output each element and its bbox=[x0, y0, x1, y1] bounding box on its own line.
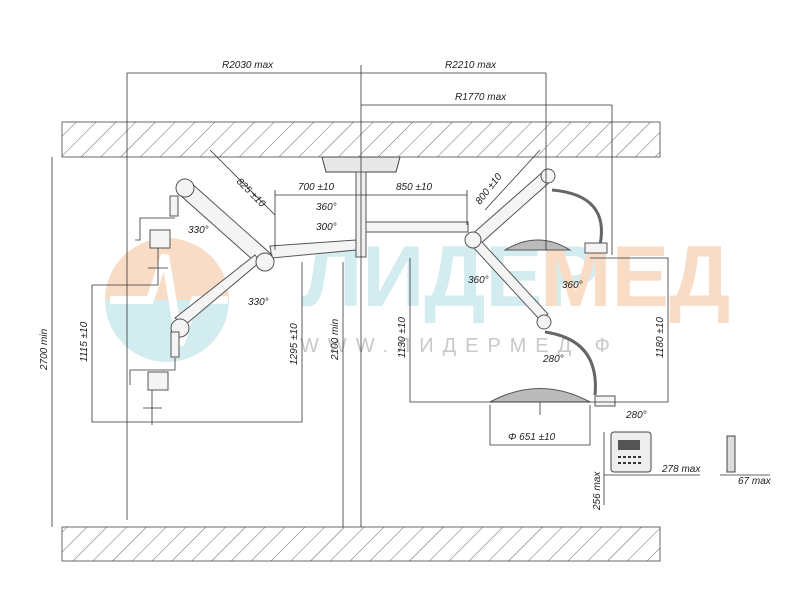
joint bbox=[175, 178, 195, 198]
floor-hatch bbox=[61, 526, 661, 562]
dim-h-right-2: 1180 ±10 bbox=[655, 317, 666, 358]
dim-diameter: Φ 651 ±10 bbox=[508, 432, 556, 443]
joint bbox=[464, 231, 482, 249]
angle-right-joint: 360° bbox=[468, 275, 489, 286]
right-arm bbox=[365, 168, 616, 415]
control-panel-side bbox=[726, 435, 736, 473]
dim-spring-right: 800 ±10 bbox=[474, 171, 505, 207]
surgical-light-lower bbox=[489, 388, 591, 403]
watermark-url: WWW.ЛИДЕРМЕД.Ф bbox=[300, 335, 619, 357]
dim-r-right: R2210 max bbox=[445, 60, 497, 71]
dim-h-left-arm: 1295 ±10 bbox=[289, 323, 300, 365]
dim-spring-left: 825 ±10 bbox=[234, 176, 268, 210]
dim-panel-height: 256 max bbox=[592, 471, 603, 511]
dim-r-left: R2030 max bbox=[222, 60, 274, 71]
angle-column-top: 360° bbox=[316, 202, 337, 213]
dim-r-inner: R1770 max bbox=[455, 92, 507, 103]
dim-h-right-1: 1130 ±10 bbox=[397, 317, 408, 358]
logo-half-circle-bottom bbox=[105, 300, 229, 362]
left-arm bbox=[129, 178, 357, 425]
watermark-brand-part2: МЕД bbox=[540, 229, 730, 325]
joint bbox=[536, 314, 552, 330]
angle-column-bottom: 300° bbox=[316, 222, 337, 233]
control-panel bbox=[610, 431, 736, 473]
dim-arm-right: 850 ±10 bbox=[396, 182, 433, 193]
angle-light-tilt: 280° bbox=[542, 354, 564, 365]
joint bbox=[255, 252, 275, 272]
angle-light-rotate: 280° bbox=[625, 410, 647, 421]
dim-h-left-mount: 1115 ±10 bbox=[79, 321, 90, 362]
surgical-light-upper bbox=[503, 239, 572, 251]
dim-panel-width: 278 max bbox=[661, 464, 701, 475]
monitor-mount-lower bbox=[147, 371, 169, 391]
watermark: ЛИДЕР МЕД WWW.ЛИДЕРМЕД.Ф bbox=[105, 229, 730, 362]
angle-left-lower: 330° bbox=[248, 297, 269, 308]
dim-panel-depth: 67 max bbox=[738, 476, 772, 487]
dim-arm-left: 700 ±10 bbox=[298, 182, 335, 193]
angle-left-upper: 330° bbox=[188, 225, 209, 236]
dimension-lines bbox=[51, 65, 770, 527]
dim-height-ceiling: 2700 min bbox=[39, 328, 50, 371]
dim-h-min: 2100 min bbox=[330, 318, 341, 361]
monitor-mount-upper bbox=[149, 229, 171, 249]
angle-right-lower-arm: 360° bbox=[562, 280, 583, 291]
joint bbox=[540, 168, 556, 184]
